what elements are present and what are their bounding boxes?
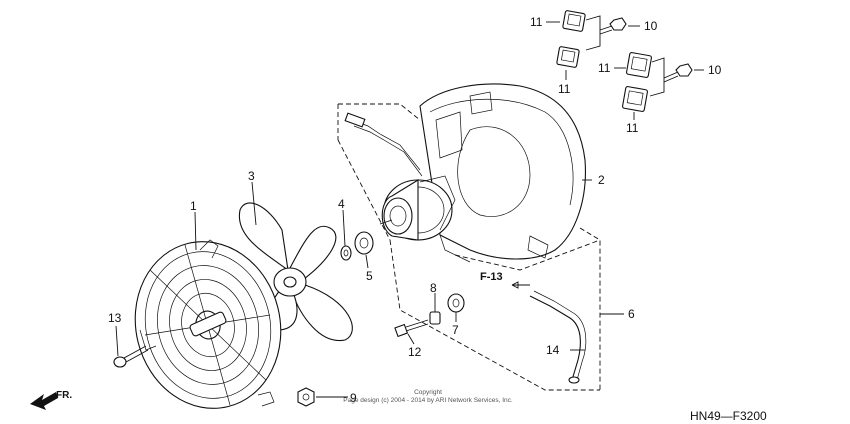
front-direction-arrow: FR.	[30, 390, 72, 410]
motor-wire-harness	[344, 112, 423, 177]
fan-shroud	[419, 83, 586, 263]
callout-11-a: 11	[530, 15, 543, 29]
hardware-parts	[113, 10, 693, 407]
callout-4: 4	[338, 197, 345, 211]
fan-guard	[134, 239, 282, 409]
callout-5: 5	[366, 269, 373, 283]
callout-7: 7	[452, 323, 459, 337]
callout-10-lower: 10	[708, 63, 722, 77]
front-direction-label: FR.	[56, 390, 72, 401]
callout-8: 8	[430, 281, 437, 295]
callout-11-b: 11	[558, 82, 571, 96]
leader-lines	[115, 15, 704, 398]
callout-10-upper: 10	[644, 19, 658, 33]
callout-13: 13	[108, 311, 122, 325]
callout-2: 2	[598, 173, 605, 187]
section-reference: F-13	[480, 271, 503, 283]
diagram-code: HN49—F3200	[690, 409, 767, 423]
callout-3: 3	[248, 169, 255, 183]
copyright-line-2: Page design (c) 2004 - 2014 by ARI Netwo…	[343, 397, 513, 404]
callout-14: 14	[546, 343, 560, 357]
callout-6: 6	[628, 307, 635, 321]
callout-11-c: 11	[598, 61, 611, 75]
assembly-outline	[337, 103, 601, 391]
copyright-line-1: Copyright	[414, 389, 442, 396]
fan-motor	[379, 175, 456, 241]
callout-11-d: 11	[626, 121, 639, 135]
callout-1: 1	[190, 199, 197, 213]
callout-12: 12	[408, 345, 422, 359]
callout-9: 9	[350, 391, 357, 405]
